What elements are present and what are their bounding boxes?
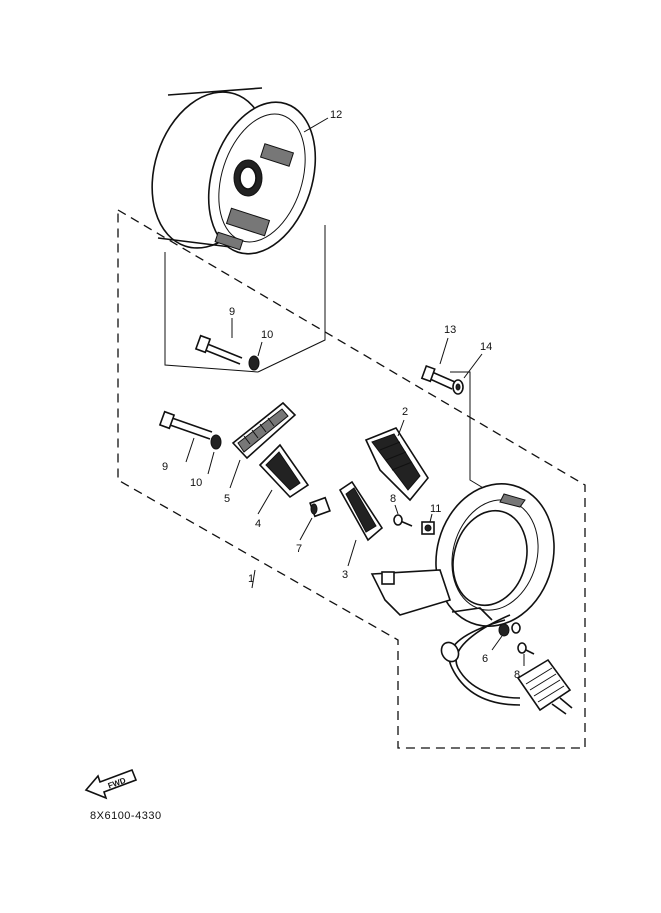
callout-8-upper: 8 (390, 493, 396, 505)
washer-lower (210, 434, 222, 450)
bolt-upper (194, 334, 243, 365)
callout-9-lower: 9 (162, 461, 168, 473)
front-arrow-icon: FWD (84, 768, 138, 800)
grommet-6 (498, 623, 510, 637)
rotor-guide-lines (164, 225, 326, 373)
callout-2: 2 (402, 406, 408, 418)
lighting-coil (338, 480, 384, 542)
pickup-plate (258, 443, 310, 499)
callout-9-upper: 9 (229, 306, 235, 318)
callout-8-lower: 8 (514, 669, 520, 681)
bolt-lower (158, 410, 213, 440)
callout-14: 14 (480, 341, 492, 353)
callout-7: 7 (296, 543, 302, 555)
bolt-13 (420, 364, 456, 390)
callout-4: 4 (255, 518, 261, 530)
callout-6: 6 (482, 653, 488, 665)
callout-13: 13 (444, 324, 456, 336)
stator-guide-line (450, 371, 491, 493)
washer-6 (511, 622, 521, 634)
callout-10-lower: 10 (190, 477, 202, 489)
callout-3: 3 (342, 569, 348, 581)
washer-upper (248, 355, 260, 371)
callout-10-upper: 10 (261, 329, 273, 341)
spacer-7 (309, 496, 331, 518)
callout-11: 11 (430, 503, 441, 515)
diagram-part-number: 8X6100-4330 (90, 810, 162, 822)
leader-lines (185, 117, 525, 666)
screw-8-upper (393, 514, 413, 527)
flywheel-rotor (151, 87, 317, 255)
clip-11 (421, 521, 435, 535)
wire-harness (440, 614, 573, 715)
callout-5: 5 (224, 493, 230, 505)
charge-coil (364, 427, 429, 502)
callout-1: 1 (248, 573, 254, 585)
stator-base-plate (370, 483, 555, 627)
callout-12: 12 (330, 109, 342, 121)
source-coil (231, 401, 297, 460)
callouts: 12 9 10 13 14 2 9 10 5 4 8 11 7 3 1 6 8 (162, 109, 520, 681)
screw-8-lower (517, 642, 535, 655)
assembly-boundary (117, 208, 586, 749)
